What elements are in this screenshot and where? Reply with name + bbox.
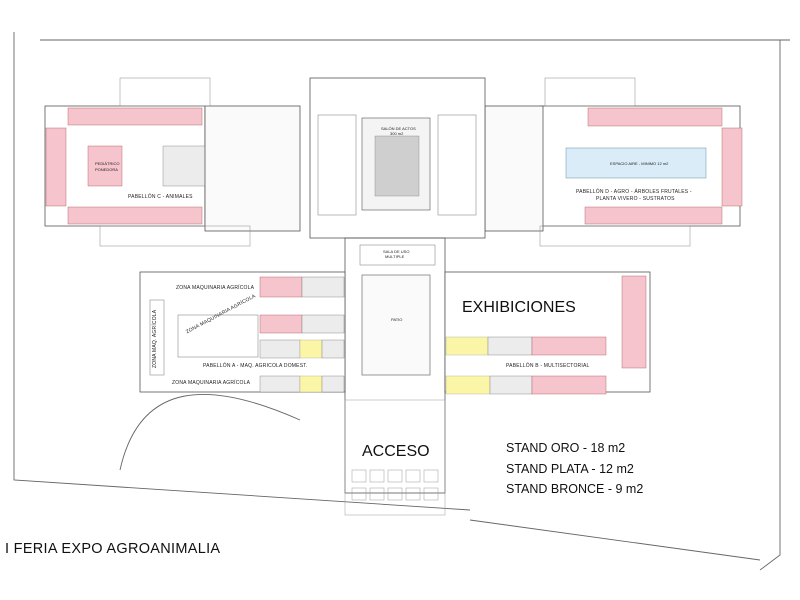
pavilion-d [484, 77, 743, 247]
pabellon-d-label-line1: PABELLÓN D - AGRO - ÁRBOLES FRUTALES - [576, 189, 692, 195]
legend-stand-plata: STAND PLATA - 12 m2 [506, 461, 634, 476]
site-boundary [13, 32, 790, 571]
pabellon-d-label-line2: PLANTA VIVERO - SUSTRATOS [596, 196, 675, 202]
legend-stand-bronce: STAND BRONCE - 9 m2 [506, 482, 644, 496]
sala-de-uso-label-line1: SALA DE USO [383, 249, 410, 254]
zona-maquinaria-top-label: ZONA MAQUINARIA AGRÍCOLA [176, 285, 255, 291]
salon-actos-label-line1: SALÓN DE ACTOS [381, 126, 416, 131]
zona-maquinaria-bottom-label: ZONA MAQUINARIA AGRÍCOLA [172, 380, 251, 386]
pabellon-c-label: PABELLÓN C - ANIMALES [128, 194, 193, 200]
sala-de-uso-label-line2: MULTIPLE [385, 254, 405, 259]
stand-legend: STAND ORO - 18 m2 STAND PLATA - 12 m2 ST… [506, 438, 643, 500]
central-block [309, 77, 486, 494]
pediatrico-label-line2: PONEDORA [95, 167, 118, 172]
fair-title: I FERIA EXPO AGROANIMALIA [5, 541, 221, 557]
zona-maquinaria-vertical-label: ZONA MAQ. AGRÍCOLA [152, 309, 158, 368]
salon-actos-label-line2: 300 m2 [390, 131, 404, 136]
acceso-label: ACCESO [362, 443, 430, 460]
exhibiciones-label: EXHIBICIONES [462, 299, 576, 316]
legend-stand-oro: STAND ORO - 18 m2 [506, 441, 626, 455]
pabellon-a-label: PABELLÓN A - MAQ. AGRICOLA DOMEST. [203, 363, 308, 369]
espacio-aire-label: ESPACIO AIRE - MINIMO 12 m2 [610, 161, 669, 166]
pavilion-a [139, 271, 346, 393]
patio-label: PATIO [391, 317, 403, 322]
pavilion-b [444, 271, 651, 395]
pavilion-c [44, 77, 301, 247]
pediatrico-label-line1: PEDIÁTRICO [95, 161, 120, 166]
pabellon-b-label: PABELLÓN B - MULTISECTORIAL [506, 363, 590, 369]
acceso-forecourt [344, 399, 446, 516]
